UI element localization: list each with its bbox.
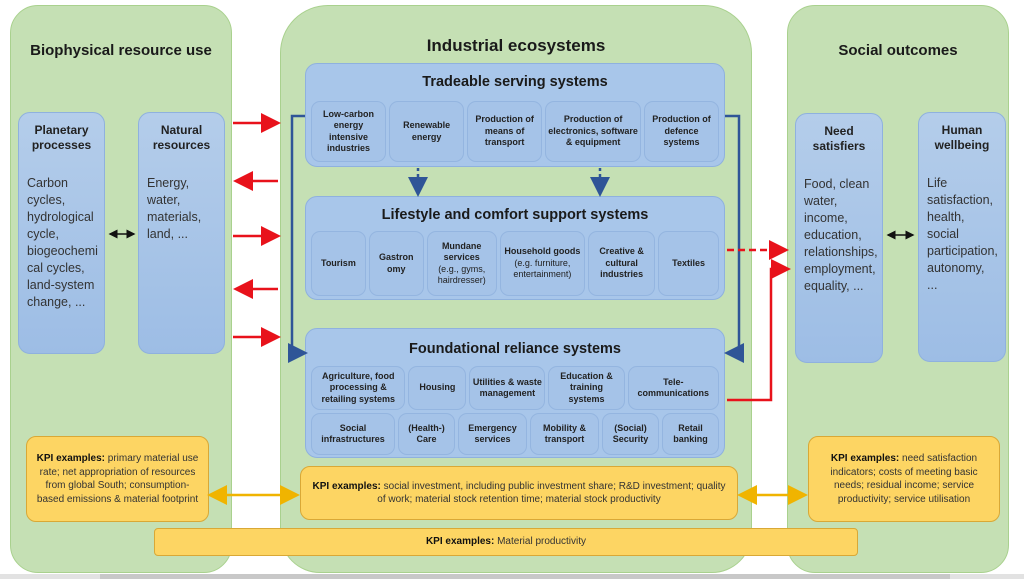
system-cell: Tele-communications [627,366,720,410]
box-description: Life satisfaction, health, social partic… [927,176,998,292]
tradeable-serving-systems: Tradeable serving systems Low-carbon ene… [305,63,725,167]
system-cell: Production of means of transport [467,101,543,162]
box-description: Food, clean water, income, education, re… [804,177,878,293]
system-cell: (Social) Security [602,413,659,455]
kpi-label: KPI examples: [36,453,105,464]
kpi-box-social: KPI examples: need satisfaction indicato… [808,436,1000,522]
system-title: Foundational reliance systems [409,341,621,357]
system-cell: Household goods(e.g. furniture, entertai… [499,231,586,296]
link-arrow-right-bracket [724,114,744,363]
box-title: Planetary processes [31,123,92,152]
system-cell: Education & training systems [548,366,625,410]
lifestyle-comfort-support-systems: Lifestyle and comfort support systems To… [305,196,725,300]
kpi-box-biophysical: KPI examples: primary material use rate;… [26,436,209,522]
kpi-text: Material productivity [494,536,587,548]
kpi-text: social investment, including public inve… [377,480,726,506]
foundational-reliance-systems: Foundational reliance systems Agricultur… [305,328,725,458]
box-title: Natural resources [152,123,211,152]
planetary-processes-box: Planetary processes Carbon cycles, hydro… [18,112,105,354]
scrollbar-thumb[interactable] [100,574,950,579]
natural-resources-box: Natural resources Energy, water, materia… [138,112,225,354]
kpi-label: KPI examples: [312,480,381,492]
system-cell: Production of defence systems [643,101,720,162]
system-cell: Housing [408,366,467,410]
system-cell: Social infrastructures [311,413,395,455]
system-cell: Tourism [311,231,366,296]
human-wellbeing-box: Human wellbeing Life satisfaction, healt… [918,112,1006,362]
system-cell: Creative & cultural industries [588,231,656,296]
kpi-label: KPI examples: [830,453,900,464]
panel-title: Social outcomes [838,42,958,59]
system-cell: Agriculture, food processing & retailing… [311,366,406,410]
system-cell: Gastron omy [368,231,424,296]
panel-title: Biophysical resource use [30,42,212,59]
need-satisfiers-box: Need satisfiers Food, clean water, incom… [795,113,883,363]
box-title: Human wellbeing [934,123,990,152]
system-title: Tradeable serving systems [422,74,608,90]
system-cell: Mobility & transport [530,413,599,455]
system-cell: Emergency services [458,413,527,455]
system-cell: (Health-) Care [398,413,455,455]
system-title: Lifestyle and comfort support systems [381,207,649,223]
kpi-box-material-productivity: KPI examples: Material productivity [154,528,858,556]
box-description: Carbon cycles, hydrological cycle, bioge… [27,176,98,309]
kpi-label: KPI examples: [425,536,495,548]
horizontal-scrollbar[interactable] [0,574,1024,579]
kpi-box-industrial: KPI examples: social investment, includi… [300,466,738,520]
arrow-to-need-satisfiers [727,259,791,402]
box-description: Energy, water, materials, land, ... [147,176,202,241]
kpi-text: need satisfaction indicators; costs of m… [830,453,978,505]
system-cell: Low-carbon energy intensive industries [311,101,387,162]
system-cell: Production of electronics, software & eq… [545,101,641,162]
box-title: Need satisfiers [812,124,866,153]
system-cell: Retail banking [662,413,719,455]
system-cell: Textiles [658,231,720,296]
link-arrow-left-bracket [288,114,308,363]
panel-title: Industrial ecosystems [426,36,606,55]
system-cell: Utilities & waste management [469,366,546,410]
kpi-text: primary material use rate; net appropria… [36,453,199,505]
system-cell: Renewable energy [389,101,465,162]
system-cell: Mundane services(e.g., gyms, hairdresser… [426,231,497,296]
